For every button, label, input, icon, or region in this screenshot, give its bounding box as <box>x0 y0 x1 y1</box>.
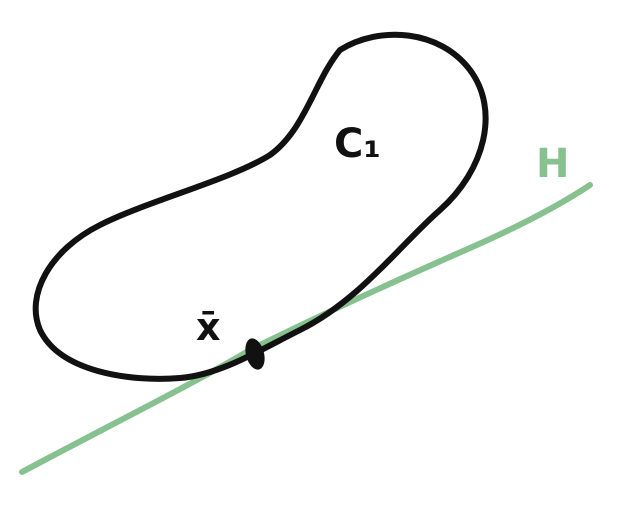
set-label: C₁ <box>334 121 381 167</box>
convex-set-outline <box>32 31 489 382</box>
point-label: x̄ <box>196 305 221 349</box>
hyperplane-label: H <box>536 141 569 187</box>
point-marker <box>245 338 265 370</box>
